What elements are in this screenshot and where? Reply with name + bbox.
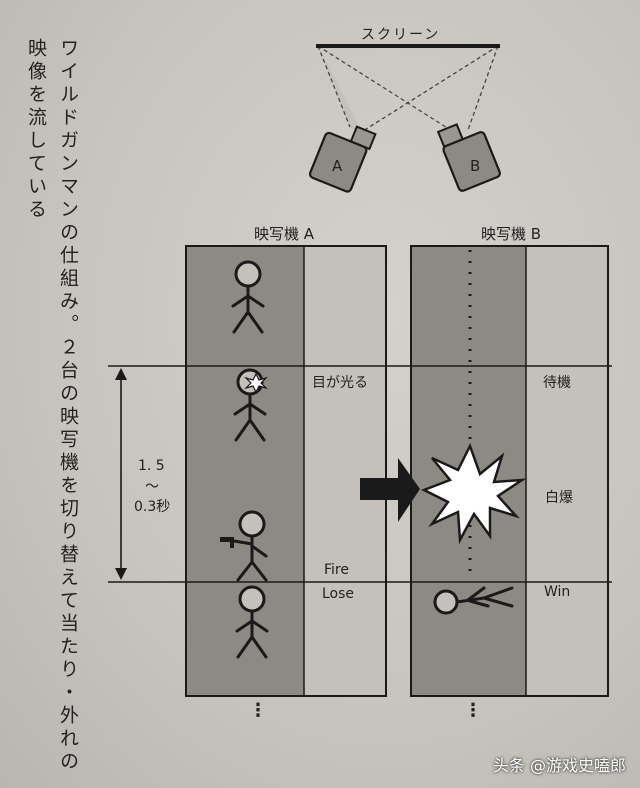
beam-a-fill (318, 46, 362, 132)
beam-a-left (317, 45, 351, 128)
interval-label-2: 0.3秒 (134, 499, 171, 515)
eyes-glow-label: 目が光る (312, 375, 368, 391)
wait-label: 待機 (543, 375, 571, 391)
flash-label: 白爆 (545, 490, 573, 506)
projector-b (436, 123, 501, 192)
beam-b-right (467, 45, 499, 131)
fire-label: Fire (324, 562, 349, 578)
caption-column-2: 映像を流している (25, 38, 47, 222)
film-strip-b (410, 245, 609, 697)
gunman-figure-1 (231, 260, 265, 334)
gun-icon (220, 537, 234, 548)
gunman-figure-4 (235, 585, 269, 659)
gunman-figure-3 (232, 510, 268, 582)
interval-label-1: 1. 5 (138, 458, 165, 474)
eye-glow-icon (243, 372, 269, 394)
interval-arrow (115, 368, 127, 580)
continuation-dots-a: ⋮ (249, 700, 267, 721)
screen-label: スクリーン (361, 27, 441, 43)
caption-column-1: ワイルドガンマンの仕組み。２台の映写機を切り替えて当たり・外れの (57, 38, 79, 774)
film-strip-a (185, 245, 387, 697)
projector-a-title: 映写機 A (254, 225, 315, 243)
fallen-figure (433, 586, 514, 615)
projector-b-title: 映写機 B (481, 225, 542, 243)
lose-label: Lose (322, 586, 355, 602)
projector-b-letter: B (470, 157, 481, 175)
flash-burst-icon (420, 442, 527, 545)
beam-a-right (362, 45, 499, 132)
projector-a (308, 125, 377, 193)
watermark: 头条 @游戏史嗑郎 (492, 756, 626, 775)
win-label: Win (544, 584, 571, 600)
beam-b-left (317, 45, 453, 132)
interval-tilde: 〜 (145, 479, 159, 495)
continuation-dots-b: ⋮ (464, 700, 482, 721)
projector-a-letter: A (332, 157, 343, 175)
switch-arrow-icon (360, 458, 420, 522)
